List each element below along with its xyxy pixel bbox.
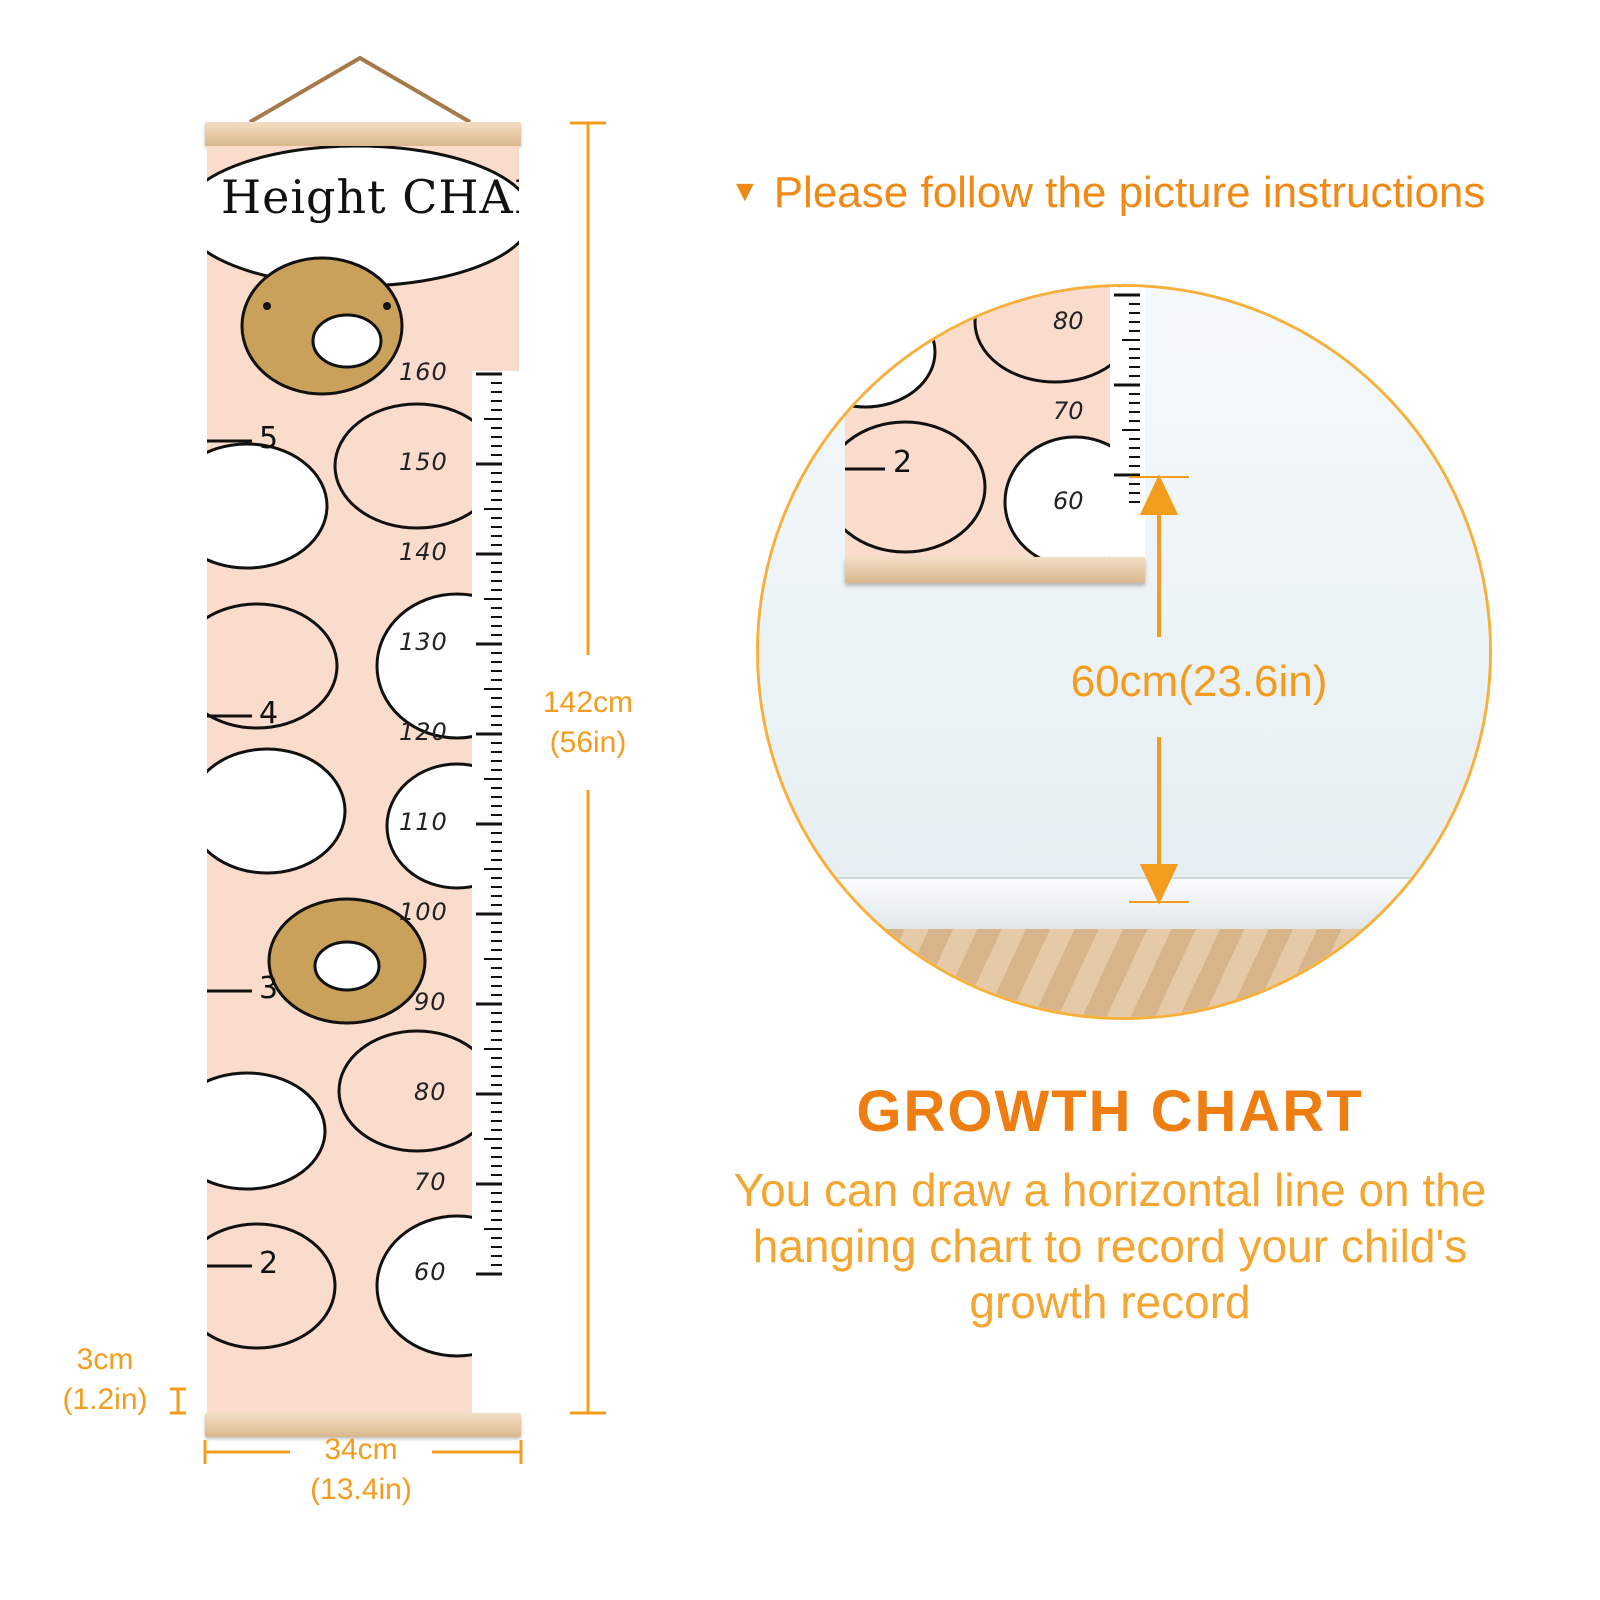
cm-mark: 150: [399, 448, 448, 476]
age-marker: 4: [259, 696, 279, 731]
instruction-heading: ▼ Please follow the picture instructions: [730, 168, 1485, 218]
instruction-text: Please follow the picture instructions: [773, 168, 1486, 217]
measure-arrow: [1129, 474, 1189, 905]
triangle-down-icon: ▼: [730, 175, 760, 208]
height-chart-canvas: Height CHART 5 4 3 2 160 150 140 130 120…: [207, 146, 519, 1413]
width-cm: 34cm: [324, 1433, 398, 1466]
mini-ruler-ticks: [1114, 293, 1140, 503]
mini-animal-pattern: [845, 287, 1145, 557]
mini-age-marker: 2: [893, 445, 913, 480]
age-marker: 2: [259, 1246, 279, 1281]
dimension-lines: [170, 121, 606, 1464]
cm-mark: 100: [399, 898, 448, 926]
bottom-wooden-rod: [205, 1413, 521, 1437]
cm-mark: 90: [414, 988, 447, 1016]
age-marker: 3: [259, 971, 279, 1006]
growth-description: You can draw a horizontal line on the ha…: [733, 1164, 1487, 1328]
height-cm: 142cm: [542, 686, 634, 719]
rod-cm: 3cm: [76, 1343, 134, 1376]
wood-floor: [759, 929, 1489, 1017]
height-dimension: 142cm (56in): [528, 683, 648, 763]
cm-mark: 160: [399, 358, 448, 386]
height-in: (56in): [549, 726, 627, 759]
width-dimension: 34cm (13.4in): [290, 1430, 432, 1510]
mini-cm-mark: 70: [1053, 397, 1084, 425]
hanging-rope: [248, 55, 472, 124]
ruler-ticks: [476, 372, 502, 1276]
cm-mark: 120: [399, 718, 448, 746]
measure-label: 60cm(23.6in): [1070, 657, 1328, 706]
cm-mark: 110: [399, 808, 448, 836]
mini-bottom-rod: [845, 557, 1145, 583]
cm-mark: 80: [414, 1078, 447, 1106]
baseboard: [759, 877, 1489, 931]
cm-mark: 70: [414, 1168, 447, 1196]
age-marker: 5: [259, 421, 279, 456]
rod-dimension: 3cm (1.2in): [45, 1340, 165, 1420]
growth-title: GROWTH CHART: [856, 1079, 1364, 1144]
mini-chart: 80 70 60 2: [845, 287, 1145, 557]
width-in: (13.4in): [310, 1473, 412, 1506]
cm-mark: 130: [399, 628, 448, 656]
rod-in: (1.2in): [62, 1383, 148, 1416]
chart-title: Height CHART: [221, 170, 519, 224]
installation-illustration: 80 70 60 2 60cm(23.6in): [756, 284, 1492, 1020]
cm-mark: 140: [399, 538, 448, 566]
cm-mark: 60: [414, 1258, 447, 1286]
mini-cm-mark: 60: [1053, 487, 1084, 515]
top-wooden-rod: [205, 122, 521, 146]
mini-cm-mark: 80: [1053, 307, 1084, 335]
animal-pattern: [207, 146, 519, 1413]
